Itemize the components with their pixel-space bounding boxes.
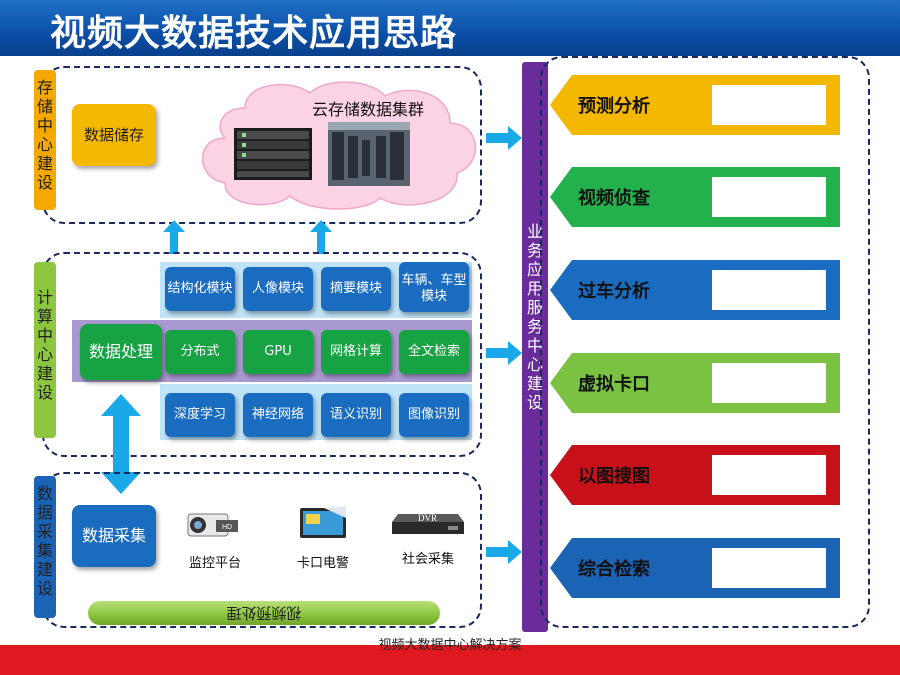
page-title: 视频大数据技术应用思路	[50, 13, 458, 54]
app-slot	[712, 455, 826, 495]
app-slot	[712, 548, 826, 588]
arrow-right-icon	[486, 126, 522, 150]
preprocess-bar	[88, 601, 440, 625]
preprocess-label: 视频预处理	[226, 604, 302, 622]
cloud-title: 云存储数据集群	[312, 100, 425, 119]
app-item-comprehensive-search: 综合检索	[550, 538, 840, 598]
device-label-social: 社会采集	[401, 552, 454, 567]
module-gpu: GPU	[243, 330, 313, 374]
monitor-screen-icon	[300, 506, 346, 538]
module-semantic-recognition: 语义识别	[321, 393, 391, 437]
module-grid-computing: 网格计算	[321, 330, 391, 374]
app-item-video-investigation: 视频侦查	[550, 167, 840, 227]
app-slot	[712, 85, 826, 125]
module-summary: 摘要模块	[321, 267, 391, 311]
hd-camera-icon: HD	[187, 513, 238, 537]
app-label: 预测分析	[578, 96, 650, 117]
arrow-up-icon	[163, 220, 185, 254]
app-slot	[712, 363, 826, 403]
app-item-vehicle-analysis: 过车分析	[550, 260, 840, 320]
storage-label: 存储中心建设	[34, 70, 56, 210]
service-center-bar	[522, 62, 548, 632]
module-distributed: 分布式	[165, 330, 235, 374]
server-rack-icon	[234, 128, 312, 180]
module-structured: 结构化模块	[165, 267, 235, 311]
app-item-image-search: 以图搜图	[550, 445, 840, 505]
app-label: 以图搜图	[578, 466, 650, 487]
footer-text: 视频大数据中心解决方案	[378, 638, 522, 653]
dvr-recorder-icon	[392, 514, 464, 534]
data-processing-box: 数据处理	[80, 324, 162, 380]
app-label: 虚拟卡口	[578, 374, 650, 395]
service-center-label: 业务应用服务中心建设	[526, 222, 543, 412]
data-collection-box: 数据采集	[72, 505, 156, 567]
app-label: 过车分析	[578, 281, 650, 302]
app-item-prediction: 预测分析	[550, 75, 840, 135]
svg-text:HD: HD	[222, 524, 232, 531]
apps-section	[540, 56, 870, 628]
device-label-checkpoint: 卡口电警	[296, 556, 349, 571]
device-label-monitoring: 监控平台	[188, 556, 241, 571]
compute-label: 计算中心建设	[34, 262, 56, 438]
dvr-badge: DVR	[418, 513, 438, 523]
module-fulltext-search: 全文检索	[399, 330, 469, 374]
module-deep-learning: 深度学习	[165, 393, 235, 437]
footer-bar	[0, 645, 900, 675]
arrow-up-icon	[310, 220, 332, 254]
app-slot	[712, 177, 826, 217]
app-label: 综合检索	[578, 559, 650, 580]
app-label: 视频侦查	[578, 188, 650, 209]
module-neural-network: 神经网络	[243, 393, 313, 437]
collection-label: 数据采集建设	[34, 476, 56, 618]
app-item-virtual-checkpoint: 虚拟卡口	[550, 353, 840, 413]
arrow-right-icon	[486, 341, 522, 365]
datacenter-photo-icon	[328, 122, 410, 186]
module-portrait: 人像模块	[243, 267, 313, 311]
module-vehicle: 车辆、车型模块	[399, 262, 469, 312]
arrow-right-icon	[486, 540, 522, 564]
double-arrow-icon	[101, 394, 141, 494]
title-bar: 视频大数据技术应用思路	[0, 0, 900, 56]
app-slot	[712, 270, 826, 310]
data-storage-box: 数据储存	[72, 104, 156, 166]
module-image-recognition: 图像识别	[399, 393, 469, 437]
